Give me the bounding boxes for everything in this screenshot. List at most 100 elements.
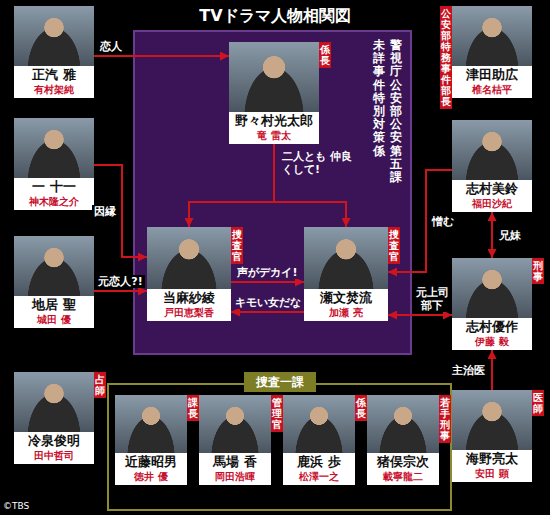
- actor-name: 伊藤 毅: [454, 335, 530, 348]
- portrait-photo: [14, 6, 94, 66]
- person-name: 当麻紗綾: [149, 290, 229, 306]
- role-tag: 占師: [94, 372, 106, 398]
- portrait-photo: [452, 258, 532, 318]
- actor-name: 安田 顕: [454, 467, 530, 480]
- relation-label: 恋人: [98, 40, 124, 53]
- actor-name: 徳井 優: [117, 470, 185, 483]
- name-band: 近藤昭男徳井 優: [115, 453, 187, 485]
- person-name: 志村優作: [454, 319, 530, 335]
- role-tag: 若手刑事: [439, 395, 451, 443]
- name-band: 鹿浜 歩松澤一之: [283, 453, 355, 485]
- portrait-photo: [229, 42, 319, 112]
- portrait-photo: [115, 395, 187, 453]
- relation-label: 声がデカイ!: [235, 266, 299, 279]
- unit-caption: 警視庁公安部公安第五課未詳事件特別対策係: [373, 39, 402, 184]
- role-tag: 係長: [355, 395, 367, 421]
- person-card: 志村優作伊藤 毅刑事: [452, 258, 532, 350]
- name-band: 瀬文焚流加瀬 亮: [304, 289, 388, 321]
- role-tag: 課長: [187, 395, 199, 421]
- actor-name: 城田 優: [16, 313, 92, 326]
- person-card: 瀬文焚流加瀬 亮捜査官: [304, 227, 388, 321]
- name-band: 地居 聖城田 優: [14, 296, 94, 328]
- relation-arrow: [94, 290, 147, 292]
- role-tag: 捜査官: [388, 227, 400, 264]
- portrait-photo: [14, 372, 94, 432]
- relation-arrow: [231, 281, 304, 283]
- copyright-mark: ©TBS: [3, 501, 29, 512]
- portrait-photo: [452, 390, 532, 450]
- person-card: 海野亮太安田 顕医師: [452, 390, 532, 482]
- portrait-photo: [452, 120, 532, 180]
- person-name: 近藤昭男: [117, 454, 185, 470]
- unit-name: 未詳事件特別対策係: [373, 39, 385, 184]
- person-card: 猪俣宗次載寧龍二若手刑事: [367, 395, 439, 485]
- portrait-photo: [283, 395, 355, 453]
- name-band: 一 十一神木隆之介: [14, 178, 94, 210]
- role-tag: 医師: [532, 390, 544, 416]
- actor-name: 岡田浩暉: [201, 470, 269, 483]
- person-name: 海野亮太: [454, 451, 530, 467]
- person-card: 当麻紗綾戸田恵梨香捜査官: [147, 227, 231, 321]
- actor-name: 福田沙紀: [454, 197, 530, 210]
- portrait-photo: [199, 395, 271, 453]
- relation-label: 憎む: [430, 215, 456, 228]
- relation-label: 元上司 部下: [413, 286, 451, 312]
- relation-label: 二人とも 仲良くして!: [280, 150, 358, 176]
- actor-name: 松澤一之: [285, 470, 353, 483]
- person-card: 正汽 雅有村架純: [14, 6, 94, 98]
- portrait-photo: [14, 118, 94, 178]
- person-card: 野々村光太郎竜 雷太係長: [229, 42, 319, 144]
- portrait-photo: [367, 395, 439, 453]
- name-band: 海野亮太安田 顕: [452, 450, 532, 482]
- relation-arrow: [189, 144, 274, 227]
- actor-name: 戸田恵梨香: [149, 306, 229, 319]
- person-name: 馬場 香: [201, 454, 269, 470]
- person-name: 瀬文焚流: [306, 290, 386, 306]
- person-card: 冷泉俊明田中哲司占師: [14, 372, 94, 464]
- actor-name: 神木隆之介: [16, 195, 92, 208]
- name-band: 当麻紗綾戸田恵梨香: [147, 289, 231, 321]
- actor-name: 載寧龍二: [369, 470, 437, 483]
- person-card: 鹿浜 歩松澤一之係長: [283, 395, 355, 485]
- portrait-photo: [304, 227, 388, 289]
- relation-label: 主治医: [450, 364, 487, 377]
- role-tag: 公安部特務事件部長: [440, 6, 452, 109]
- portrait-photo: [14, 236, 94, 296]
- actor-name: 加瀬 亮: [306, 306, 386, 319]
- name-band: 正汽 雅有村架純: [14, 66, 94, 98]
- relation-arrow: [491, 212, 493, 258]
- relation-arrow: [231, 311, 304, 313]
- name-band: 猪俣宗次載寧龍二: [367, 453, 439, 485]
- actor-name: 有村架純: [16, 83, 92, 96]
- person-name: 志村美鈴: [454, 181, 530, 197]
- name-band: 馬場 香岡田浩暉: [199, 453, 271, 485]
- person-card: 津田助広椎名桔平公安部特務事件部長: [452, 6, 532, 98]
- group-region: 捜査一課近藤昭男徳井 優課長馬場 香岡田浩暉管理官鹿浜 歩松澤一之係長猪俣宗次載…: [107, 383, 452, 511]
- person-name: 津田助広: [454, 67, 530, 83]
- person-card: 馬場 香岡田浩暉管理官: [199, 395, 271, 485]
- name-band: 冷泉俊明田中哲司: [14, 432, 94, 464]
- person-card: 地居 聖城田 優: [14, 236, 94, 328]
- relation-label: キモい女だな: [233, 296, 303, 309]
- person-name: 冷泉俊明: [16, 433, 92, 449]
- relation-label: 因縁: [92, 205, 118, 218]
- person-card: 近藤昭男徳井 優課長: [115, 395, 187, 485]
- person-card: 一 十一神木隆之介: [14, 118, 94, 210]
- relation-arrow: [491, 350, 493, 390]
- role-tag: 係長: [319, 42, 331, 68]
- actor-name: 椎名桔平: [454, 83, 530, 96]
- group-name: 捜査一課: [244, 372, 316, 392]
- actor-name: 竜 雷太: [231, 129, 317, 142]
- role-tag: 捜査官: [231, 227, 243, 264]
- relation-arrow: [388, 314, 452, 316]
- relation-arrow: [94, 55, 229, 57]
- person-name: 猪俣宗次: [369, 454, 437, 470]
- unit-name: 警視庁公安部公安第五課: [390, 39, 402, 184]
- person-name: 野々村光太郎: [231, 113, 317, 129]
- portrait-photo: [452, 6, 532, 66]
- relation-label: 兄妹: [497, 229, 523, 242]
- role-tag: 管理官: [271, 395, 283, 432]
- person-name: 正汽 雅: [16, 67, 92, 83]
- person-name: 地居 聖: [16, 297, 92, 313]
- person-name: 鹿浜 歩: [285, 454, 353, 470]
